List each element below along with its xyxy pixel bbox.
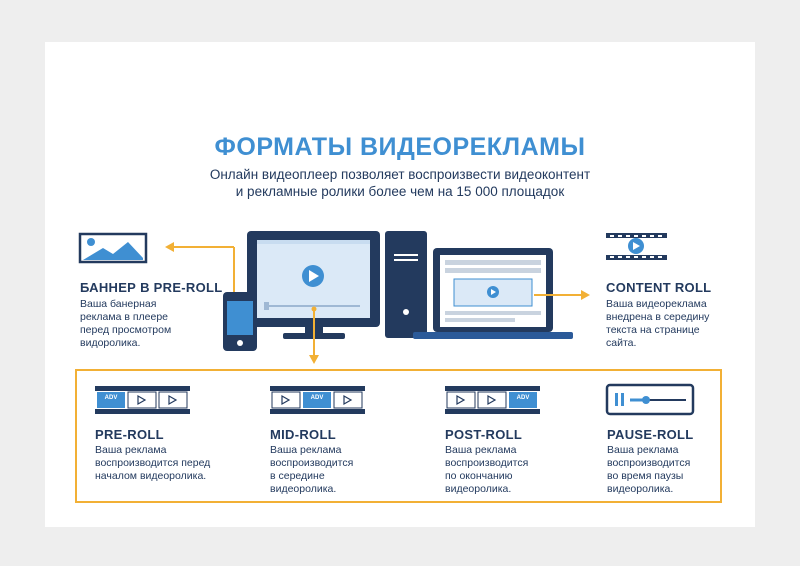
post-roll-strip-icon (445, 386, 540, 414)
mid-roll-description: Ваша реклама воспроизводится в середине … (270, 444, 354, 495)
formats-frame (75, 369, 722, 503)
pause-roll-player-icon (605, 383, 695, 416)
pause-roll-description: Ваша реклама воспроизводится во время па… (607, 444, 691, 495)
pc-tower-icon (385, 231, 427, 338)
banner-preroll-heading: БАННЕР В PRE-ROLL (80, 280, 223, 295)
arrow-down (309, 306, 319, 364)
subtitle-line-2: и рекламные ролики более чем на 15 000 п… (235, 184, 565, 199)
page-title: ФОРМАТЫ ВИДЕОРЕКЛАМЫ (214, 133, 586, 161)
pre-roll-strip-icon (95, 386, 190, 414)
banner-preroll-description: Ваша банерная реклама в плеере перед про… (80, 298, 172, 349)
adv-label: ADV (104, 395, 118, 401)
post-roll-heading: POST-ROLL (445, 427, 523, 442)
content-roll-description: Ваша видеореклама внедрена в середину те… (606, 298, 710, 349)
pre-roll-description: Ваша реклама воспроизводится перед начал… (95, 444, 211, 482)
pre-roll-heading: PRE-ROLL (95, 427, 164, 442)
laptop-icon (413, 248, 573, 339)
adv-label: ADV (310, 395, 324, 401)
content-roll-heading: CONTENT ROLL (606, 280, 712, 295)
monitor-icon (247, 231, 380, 339)
film-strip-icon (606, 233, 667, 260)
mid-roll-strip-icon (270, 386, 365, 414)
phone-icon (223, 292, 257, 351)
subtitle-line-1: Онлайн видеоплеер позволяет воспроизвест… (209, 167, 591, 182)
post-roll-description: Ваша реклама воспроизводится по окончани… (445, 444, 529, 495)
pause-roll-heading: PAUSE-ROLL (607, 427, 694, 442)
adv-label: ADV (516, 395, 530, 401)
arrow-to-content-roll (534, 290, 590, 300)
banner-image-icon (78, 232, 148, 264)
mid-roll-heading: MID-ROLL (270, 427, 336, 442)
arrow-to-banner (165, 242, 235, 293)
